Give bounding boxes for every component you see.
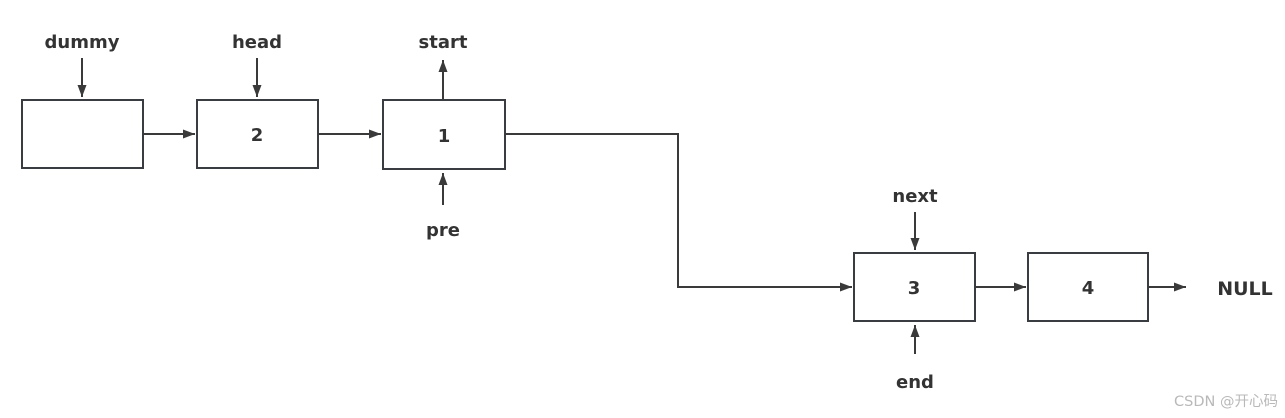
pointer-label-next: next: [892, 186, 938, 207]
node-box-4: [1027, 252, 1149, 322]
node-box-1: [382, 99, 506, 170]
pointer-label-pre: pre: [426, 220, 460, 241]
pointer-label-head: head: [232, 32, 282, 53]
node-box-dummy: [21, 99, 144, 169]
node-value-4: 4: [1082, 278, 1095, 299]
null-terminator-label: NULL: [1217, 278, 1273, 300]
csdn-watermark: CSDN @开心码: [1174, 393, 1278, 410]
node-value-2: 2: [251, 125, 264, 146]
node-box-3: [853, 252, 976, 322]
pointer-label-end: end: [896, 372, 934, 393]
connector-node1-to-node3: [505, 133, 852, 292]
pointer-label-start: start: [419, 32, 468, 53]
node-value-1: 1: [438, 126, 451, 147]
pointer-label-dummy: dummy: [45, 32, 120, 53]
node-value-3: 3: [908, 278, 921, 299]
node-box-2: [196, 99, 319, 169]
